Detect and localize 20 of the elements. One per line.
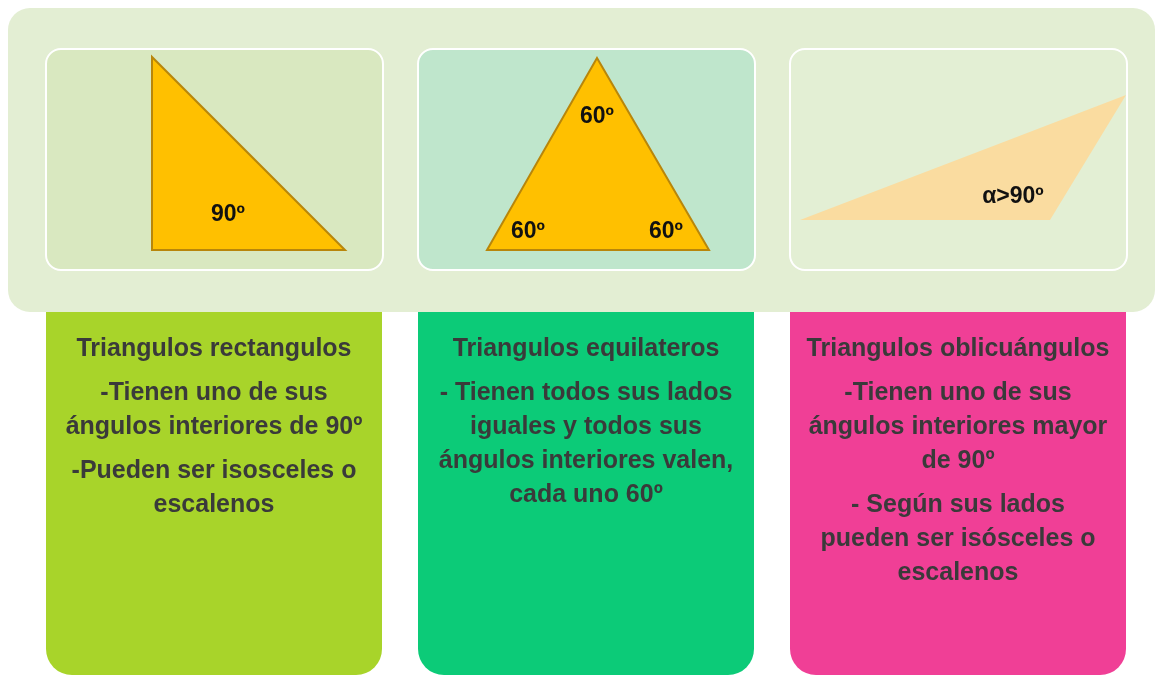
- angle-label: 60º: [580, 101, 614, 129]
- card-title: Triangulos equilateros: [452, 332, 720, 363]
- card-text: -Pueden ser isosceles o escalenos: [70, 454, 358, 519]
- card-text: -Tienen uno de sus ángulos interiores de 90º: [64, 376, 364, 441]
- image-panel: [789, 48, 1128, 271]
- angle-label: 60º: [511, 216, 545, 244]
- card-text: - Tienen todos sus lados iguales y todos sus ángulos interiores valen, cada uno 60º: [437, 376, 735, 509]
- info-card: [46, 312, 382, 675]
- angle-label: 90º: [211, 199, 245, 227]
- card-text: - Según sus lados pueden ser isósceles o escalenos: [819, 488, 1097, 587]
- card-text: -Tienen uno de sus ángulos interiores mayor de 90º: [807, 376, 1109, 475]
- image-panel: [417, 48, 756, 271]
- card-title: Triangulos oblicuángulos: [806, 332, 1110, 363]
- angle-label: 60º: [649, 216, 683, 244]
- info-card: [418, 312, 754, 675]
- image-panel: [45, 48, 384, 271]
- info-card: [790, 312, 1126, 675]
- card-title: Triangulos rectangulos: [76, 332, 352, 363]
- background-band: [8, 8, 1155, 312]
- angle-label: α>90º: [982, 181, 1044, 209]
